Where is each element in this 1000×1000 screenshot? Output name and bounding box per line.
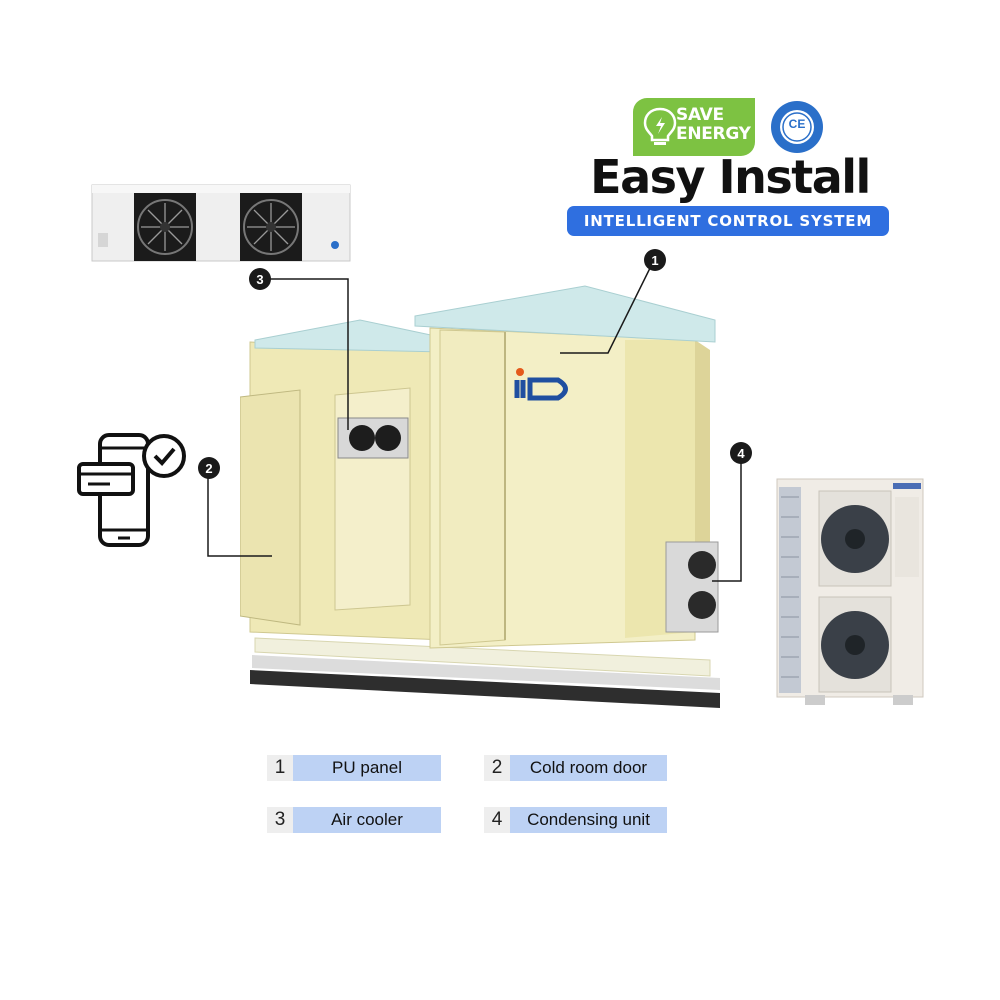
callout-1-badge: 1 [644, 249, 666, 271]
legend-item-cold-room-door: 2 Cold room door [484, 755, 667, 781]
legend-label: Cold room door [510, 755, 667, 781]
save-energy-text: SAVE ENERGY [676, 106, 752, 144]
save-energy-line1: SAVE [676, 105, 724, 125]
save-energy-badge [633, 98, 755, 156]
callout-4-badge: 4 [730, 442, 752, 464]
legend-number: 4 [484, 807, 510, 833]
ce-certificate-seal [771, 101, 823, 153]
legend-item-air-cooler: 3 Air cooler [267, 807, 441, 833]
legend-number: 2 [484, 755, 510, 781]
callout-3-badge: 3 [249, 268, 271, 290]
smartphone-control-icon [77, 433, 186, 547]
ce-mark: CE [788, 117, 806, 131]
condensing-unit-image [776, 478, 924, 705]
legend-number: 1 [267, 755, 293, 781]
subtitle-ribbon: INTELLIGENT CONTROL SYSTEM [567, 206, 889, 236]
cold-room-illustration [240, 285, 720, 708]
lightbulb-icon [643, 107, 677, 145]
page-title: Easy Install [590, 150, 871, 204]
air-cooler-image [91, 184, 351, 262]
legend-label: PU panel [293, 755, 441, 781]
legend-label: Air cooler [293, 807, 441, 833]
legend-number: 3 [267, 807, 293, 833]
callout-2-badge: 2 [198, 457, 220, 479]
legend-item-condensing-unit: 4 Condensing unit [484, 807, 667, 833]
legend-label: Condensing unit [510, 807, 667, 833]
save-energy-line2: ENERGY [676, 124, 751, 144]
legend-item-pu-panel: 1 PU panel [267, 755, 441, 781]
